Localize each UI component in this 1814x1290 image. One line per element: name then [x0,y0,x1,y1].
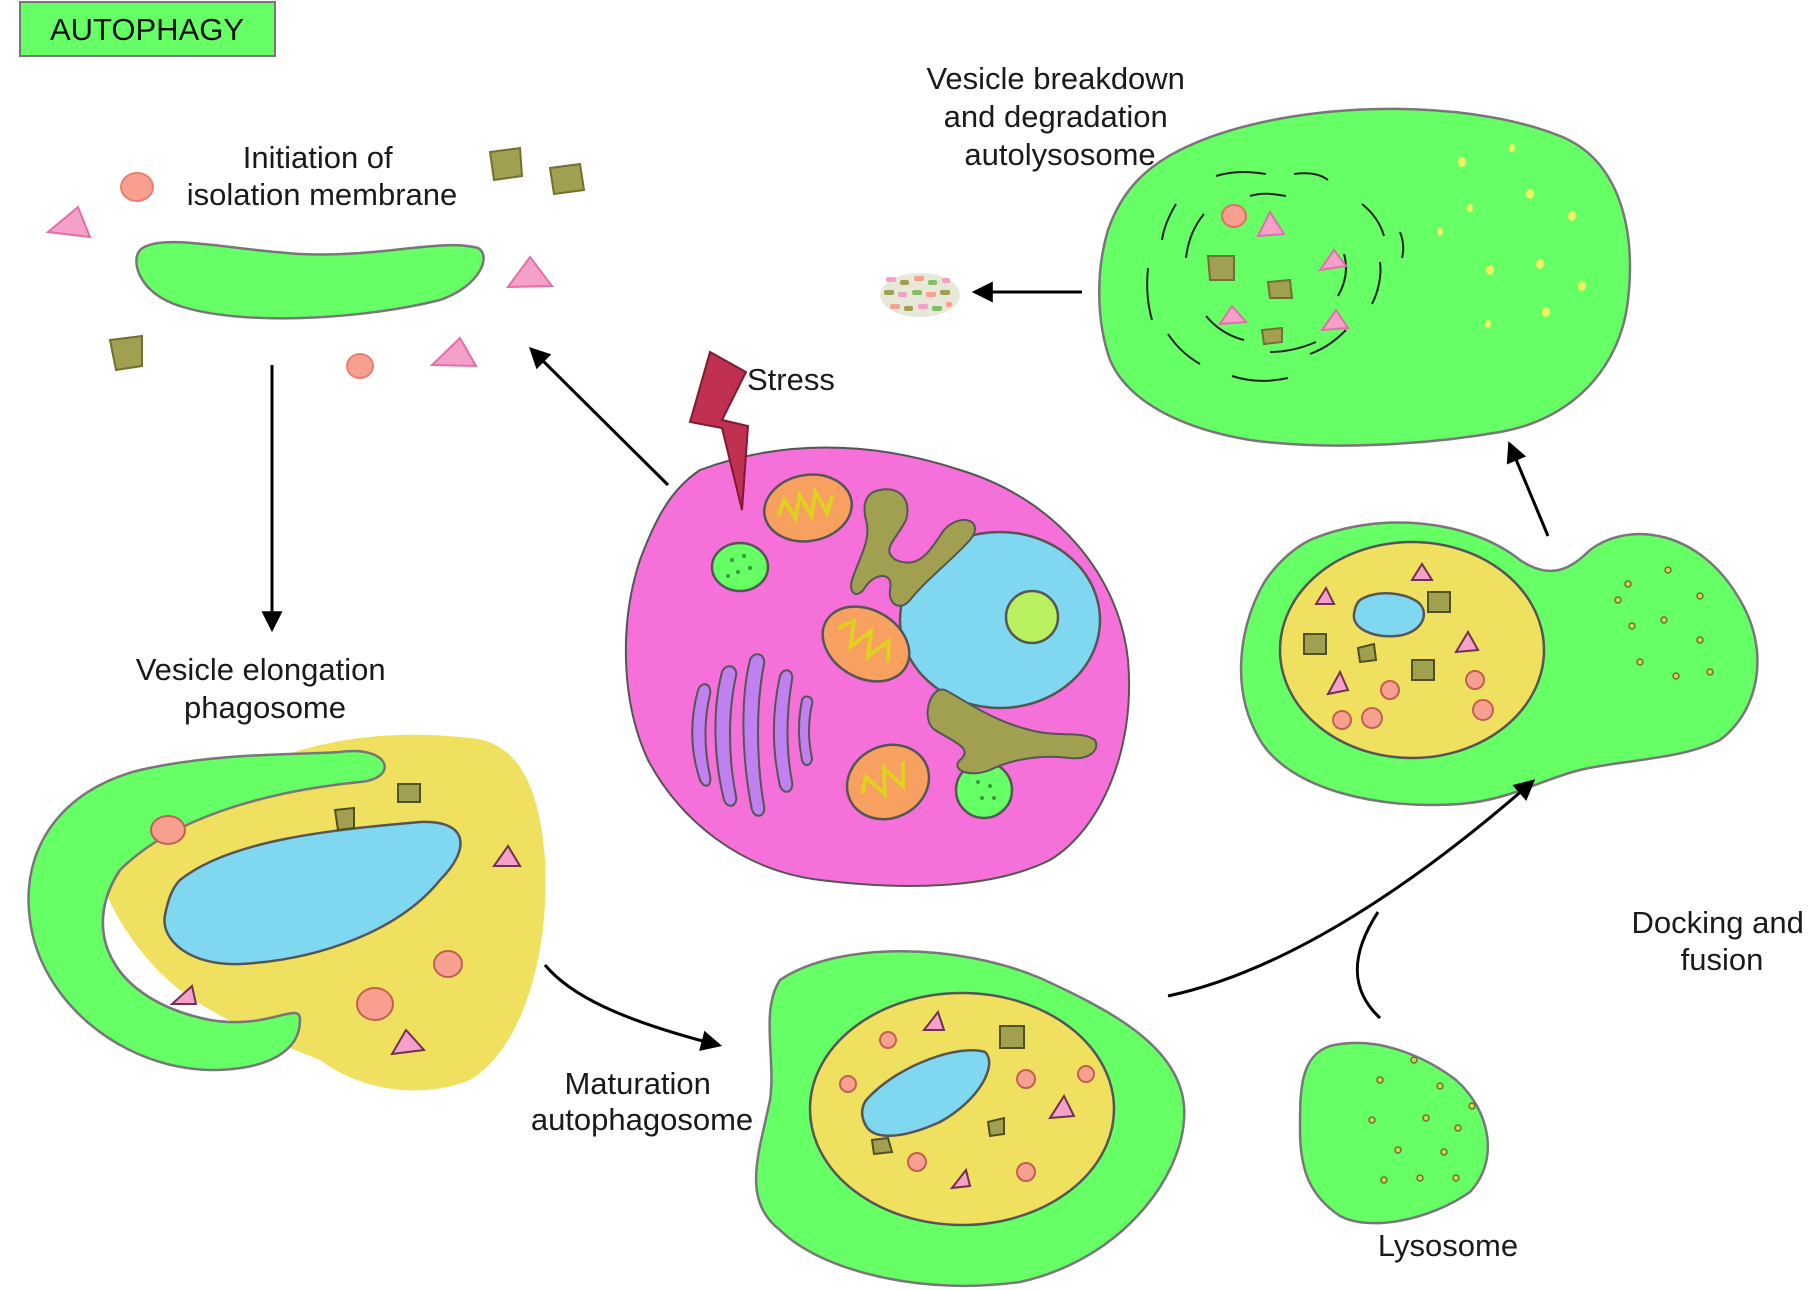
breakdown-label: Vesicle breakdown and degradation autoly… [926,61,1193,172]
stress-label: Stress [747,362,835,397]
arrow-elongation-to-maturation [543,964,723,1052]
stress-lightning-icon [688,350,750,511]
lysosome-stage: Lysosome [1298,1041,1518,1263]
stressed-cell: Stress [624,350,1130,887]
phagosome-contents [150,783,522,1056]
golgi-apparatus [691,653,814,817]
initiation-label: Initiation of isolation membrane [187,140,458,212]
pathway-arrows [261,281,1550,1052]
autolysosome-membrane [1098,107,1632,447]
mitochondria [763,473,931,821]
endoplasmic-reticulum [850,488,1098,775]
phagosome-membrane [27,749,386,1072]
title-text: AUTOPHAGY [50,12,244,47]
lysosome-label: Lysosome [1378,1228,1518,1263]
arrow-maturation-to-fusion [1167,779,1536,998]
isolation-membrane-stage: Initiation of isolation membrane [45,140,586,379]
elongation-label: Vesicle elongation phagosome [136,652,395,725]
arrow-fusion-to-autolysosome [1506,441,1550,537]
debris-particles [45,146,586,379]
peroxisomes [710,541,1014,820]
autophagosome-contents [839,1009,1095,1190]
degraded-membrane-fragments [1146,171,1405,382]
autolysosome-contents [1206,204,1350,346]
isolation-membrane [135,240,485,320]
lysosome [1298,1041,1490,1225]
title-box: AUTOPHAGY [19,1,276,57]
docking-label: Docking and fusion [1632,905,1813,977]
fusion-enzymes [1614,566,1714,680]
autophagosome-nucleus [860,1049,991,1137]
fusion-contents [1303,562,1494,730]
cell-nucleus [898,530,1102,710]
autophagosome-stage: Maturation autophagosome [531,950,1186,1288]
autolysosome-enzymes [1437,144,1586,328]
lysosome-enzymes [1368,1056,1476,1184]
maturation-label: Maturation autophagosome [531,1066,753,1137]
nucleolus [1004,589,1060,645]
autolysosome-stage: Vesicle breakdown and degradation autoly… [880,61,1632,447]
autophagosome-cytoplasm [808,991,1116,1227]
degradation-products [880,273,960,317]
phagosome-stage: Vesicle elongation phagosome [27,652,546,1091]
lysosome-connector [1355,911,1382,1020]
arrow-stress-to-initiation [529,347,670,487]
fusion-stage: Docking and fusion [1239,521,1813,977]
fusion-nucleus [1352,592,1426,638]
